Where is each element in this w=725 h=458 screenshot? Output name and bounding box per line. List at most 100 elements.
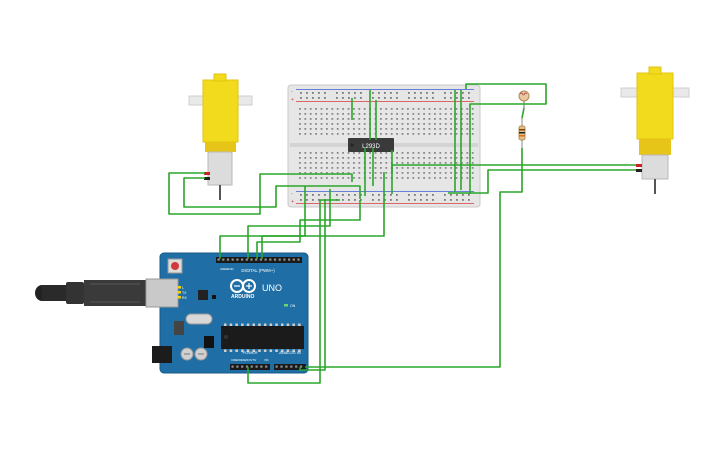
breadboard-hole (428, 133, 431, 135)
breadboard-hole (390, 128, 393, 130)
breadboard-hole (300, 199, 302, 201)
wire-gnd[interactable] (247, 199, 340, 384)
breadboard-hole (304, 118, 307, 120)
wire-d10-to-board[interactable] (247, 189, 331, 259)
breadboard-hole (423, 113, 425, 115)
power-header[interactable] (230, 364, 270, 370)
v33-label: 3.3V (247, 358, 253, 362)
breadboard-hole (299, 108, 301, 110)
breadboard-hole (466, 128, 469, 130)
chip-pin (246, 349, 250, 352)
breadboard-hole (363, 108, 366, 110)
breadboard-hole (309, 177, 312, 179)
breadboard-hole (342, 194, 344, 196)
analog-header[interactable] (274, 364, 306, 370)
breadboard-hole (450, 108, 452, 110)
breadboard-hole (385, 152, 388, 154)
breadboard-hole (347, 108, 350, 110)
breadboard-hole (466, 152, 469, 154)
usb-port[interactable] (145, 278, 179, 308)
breadboard-hole (354, 92, 356, 94)
breadboard-hole (466, 108, 469, 110)
wire-left-motor-a[interactable] (168, 172, 353, 215)
breadboard-hole (363, 113, 366, 115)
breadboard-hole (315, 172, 317, 174)
breadboard-hole (466, 133, 469, 135)
breadboard-hole (439, 128, 442, 130)
digital-pins[interactable] (217, 258, 300, 261)
wire-photoresistor-to-resistor[interactable] (521, 107, 525, 119)
breadboard-hole (396, 162, 398, 164)
breadboard-hole (331, 113, 334, 115)
breadboard-hole (401, 128, 404, 130)
l293d-chip[interactable]: L293D (348, 138, 394, 152)
breadboard-hole (434, 177, 436, 179)
breadboard-hole (358, 172, 361, 174)
arduino-uno-board[interactable]: DIGITAL (PWM~) AREF GND ARDUINO UNO L TX… (145, 252, 309, 374)
breadboard-hole (342, 108, 344, 110)
breadboard-hole (417, 172, 420, 174)
breadboard-hole (336, 97, 338, 99)
breadboard-hole (306, 97, 308, 99)
breadboard-hole (306, 199, 308, 201)
breadboard-hole (342, 123, 344, 125)
breadboard-hole (299, 113, 301, 115)
ioref-label: IOREF (231, 358, 239, 362)
breadboard-hole (374, 152, 377, 154)
breadboard-hole (444, 108, 447, 110)
breadboard-hole (408, 92, 410, 94)
breadboard-hole (434, 133, 436, 135)
motor-right-terminal-red[interactable] (636, 164, 642, 167)
wire-left-motor-b[interactable] (183, 177, 361, 208)
photoresistor[interactable] (518, 90, 530, 108)
breadboard-hole (318, 97, 320, 99)
breadboard-hole (417, 118, 420, 120)
dc-motor-right[interactable] (620, 66, 690, 194)
wire-right-motor-b[interactable] (448, 169, 636, 194)
breadboard-hole (320, 162, 323, 164)
breadboard-hole (444, 199, 446, 201)
breadboard-hole (456, 97, 458, 99)
breadboard-hole (450, 113, 452, 115)
dc-motor-left[interactable] (188, 73, 253, 200)
breadboard-hole (315, 152, 317, 154)
wire-photoresistor-top[interactable] (465, 83, 547, 194)
motor-left-terminal-red[interactable] (204, 172, 210, 175)
digital-pin (264, 258, 267, 261)
breadboard-hole (466, 157, 469, 159)
breadboard-hole (420, 194, 422, 196)
motor-left-axle (188, 95, 204, 106)
power-analog-pins[interactable] (231, 365, 303, 368)
breadboard-hole (304, 177, 307, 179)
digital-header[interactable] (216, 257, 302, 263)
breadboard-hole (423, 162, 425, 164)
breadboard-hole (407, 172, 409, 174)
motor-right-terminal-black[interactable] (636, 169, 642, 172)
breadboard-hole (423, 118, 425, 120)
breadboard-hole (385, 113, 388, 115)
power-jack[interactable] (152, 346, 172, 363)
resistor[interactable] (518, 118, 526, 148)
motor-left-terminal-black[interactable] (204, 177, 210, 180)
breadboard-hole (466, 118, 469, 120)
breadboard-hole (444, 152, 447, 154)
l-led (177, 286, 181, 289)
breadboard-hole (461, 162, 463, 164)
breadboard-hole (304, 162, 307, 164)
wire-d9-to-board[interactable] (256, 200, 361, 259)
reset-button-cap[interactable] (171, 262, 179, 270)
breadboard-hole (331, 118, 334, 120)
wire-a0-resistor[interactable] (305, 148, 523, 368)
wire-5v[interactable] (299, 200, 326, 371)
breadboard-hole (396, 113, 398, 115)
breadboard-hole (414, 199, 416, 201)
voltage-regulator (174, 321, 184, 335)
motor-left-gearbox (202, 79, 239, 143)
wire-d5-to-board[interactable] (261, 172, 385, 259)
breadboard-hole (353, 152, 355, 154)
breadboard-hole (358, 128, 361, 130)
breadboard-hole (320, 133, 323, 135)
breadboard-hole (336, 172, 339, 174)
breadboard-hole (358, 152, 361, 154)
